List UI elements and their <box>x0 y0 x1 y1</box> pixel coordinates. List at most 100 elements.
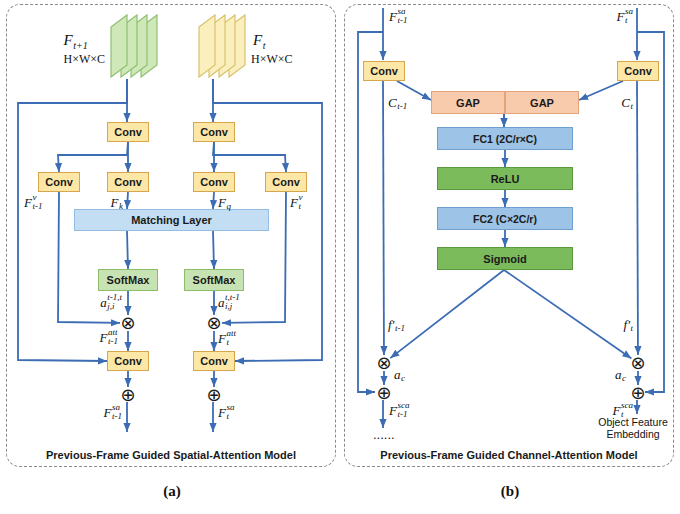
connector <box>504 270 631 358</box>
feature-label: H×W×C <box>251 53 293 65</box>
conv-box: Conv <box>38 172 80 192</box>
conv-box: Conv <box>107 122 149 142</box>
operator-circle: ⊗ <box>630 355 646 371</box>
connector <box>127 192 128 209</box>
activation-box: Sigmoid <box>437 247 573 270</box>
symbol-label: F <box>104 406 112 419</box>
connector <box>383 371 385 385</box>
ellipsis: ...... <box>373 428 395 441</box>
symbol-label: a <box>218 296 225 309</box>
connector <box>127 231 128 269</box>
box-label: ⊗ <box>630 355 645 371</box>
connector <box>504 150 506 167</box>
connector <box>382 81 385 355</box>
box-label: ⊕ <box>630 385 645 401</box>
superscript: sa <box>112 403 120 412</box>
symbol-label: F <box>389 404 397 417</box>
panel-tag: (a) <box>163 484 181 499</box>
box-label: ⊕ <box>376 385 391 401</box>
subscript: t-1 <box>112 412 122 421</box>
output-stub <box>212 402 214 432</box>
superscript: t,t-1 <box>225 293 240 302</box>
connector <box>213 371 215 387</box>
symbol-label: a <box>100 296 107 309</box>
symbol-label: F <box>218 406 226 419</box>
subscript: t-1 <box>397 102 407 111</box>
subscript: j,i <box>107 302 114 311</box>
gap-box: GAP <box>431 91 505 114</box>
conv-box: Conv <box>363 61 405 81</box>
box-label: Conv <box>200 126 228 138</box>
gap-box: GAP <box>505 91 579 114</box>
operator-circle: ⊗ <box>376 355 392 371</box>
connector <box>504 190 506 207</box>
connector <box>397 81 431 100</box>
conv-box: Conv <box>107 172 149 192</box>
box-label: Conv <box>114 176 142 188</box>
output-stub <box>636 400 638 414</box>
subscript: t-1 <box>32 202 42 211</box>
connector <box>579 81 623 100</box>
symbol-label: f' <box>624 318 630 331</box>
matching-box: Matching Layer <box>74 209 269 231</box>
box-label: ⊗ <box>376 355 391 371</box>
conv-box: Conv <box>107 351 149 371</box>
subscript: t-1 <box>395 324 405 333</box>
box-label: GAP <box>530 97 554 109</box>
superscript: sa <box>625 7 633 16</box>
box-label: SoftMax <box>193 274 236 286</box>
connector <box>504 230 506 247</box>
connector <box>213 142 286 172</box>
subscript: t-1 <box>108 337 118 346</box>
feature-stack-drawing <box>197 13 249 79</box>
conv-box: Conv <box>193 122 235 142</box>
superscript: att <box>108 328 118 337</box>
residual-line <box>358 32 383 392</box>
connector <box>390 270 504 358</box>
panel-frame: ConvConvGAPGAPFC1 (2C/r×C)ReLUFC2 (C×2C/… <box>344 4 674 467</box>
input-stub <box>636 8 638 60</box>
box-label: Conv <box>114 126 142 138</box>
superscript: sa <box>226 403 234 412</box>
residual-line <box>637 32 664 392</box>
symbol-label: F <box>111 196 119 209</box>
symbol-label: F <box>24 196 32 209</box>
connector <box>213 331 215 351</box>
panel-tag: (b) <box>501 484 519 499</box>
connector <box>503 114 505 127</box>
output-label: Object Feature Embedding <box>595 416 671 440</box>
box-label: Matching Layer <box>131 214 212 226</box>
subscript: t <box>298 202 301 211</box>
subscript: t <box>625 16 628 25</box>
symbol-label: C <box>621 96 630 109</box>
box-label: ⊗ <box>206 315 221 331</box>
operator-circle: ⊕ <box>376 385 392 401</box>
output-stub <box>126 402 128 432</box>
box-label: FC1 (2C/r×C) <box>473 133 537 145</box>
box-label: Conv <box>624 65 652 77</box>
symbol-label: F <box>290 196 298 209</box>
subscript: c <box>622 374 626 383</box>
box-label: Conv <box>272 176 300 188</box>
output-stub <box>382 400 384 428</box>
superscript: sa <box>397 7 405 16</box>
subscript: t <box>226 412 229 421</box>
superscript: t-1,t <box>107 293 122 302</box>
feature-stack: FtH×W×C <box>197 13 249 79</box>
connector <box>58 142 128 172</box>
feature-sheet <box>111 15 127 77</box>
connector <box>503 114 505 127</box>
symbol-label: F <box>218 196 226 209</box>
subscript: t-1 <box>397 410 407 419</box>
connector <box>636 81 639 355</box>
conv-box: Conv <box>193 172 235 192</box>
feature-stack: Ft+1H×W×C <box>109 13 161 79</box>
box-label: Sigmoid <box>483 253 526 265</box>
subscript: q <box>226 202 231 211</box>
subscript: k <box>119 202 123 211</box>
connector <box>127 371 129 387</box>
superscript: att <box>226 329 236 338</box>
activation-box: ReLU <box>437 167 573 190</box>
